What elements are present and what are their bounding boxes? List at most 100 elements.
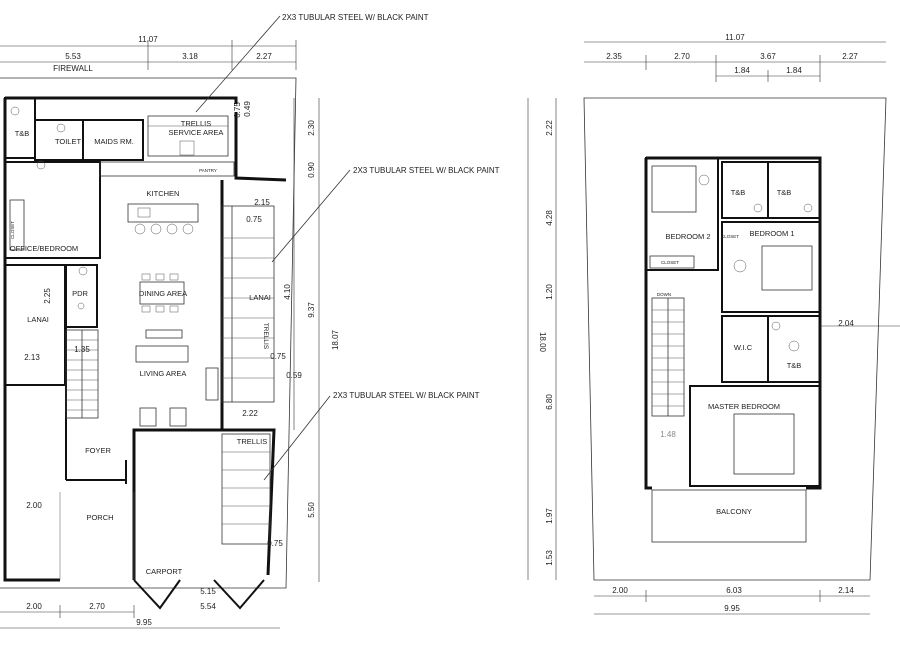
dim2-120: 1.20	[545, 284, 554, 300]
second-floor-plan: 11.07 2.35 2.70 3.67 2.27 1.84 1.84 BALC…	[527, 33, 900, 615]
room-bedroom-1: BEDROOM 1	[749, 229, 794, 238]
ground-callouts: 2X3 TUBULAR STEEL W/ BLACK PAINT 2X3 TUB…	[195, 13, 500, 481]
note-steel-top: 2X3 TUBULAR STEEL W/ BLACK PAINT	[282, 13, 429, 22]
dim2-153: 1.53	[545, 550, 554, 566]
second-side-dimensions: 2.22 4.28 1.20 6.80 1.97 1.53 18.00 2.04	[527, 98, 900, 580]
dim2-148: 1.48	[660, 430, 676, 439]
dim-059: 0.59	[286, 371, 302, 380]
dim-bottom-a: 2.00	[26, 602, 42, 611]
wic-and-bath: W.I.C T&B	[721, 315, 821, 383]
second-property-line	[583, 97, 887, 581]
dim2-bottom-total: 9.95	[724, 604, 740, 613]
ground-porch-carport: PORCH CARPORT	[59, 492, 265, 610]
master-bedroom: MASTER BEDROOM	[689, 385, 821, 487]
dim-937: 9.37	[307, 302, 316, 318]
room-service-area: SERVICE AREA	[169, 128, 224, 137]
dim-554: 5.54	[200, 602, 216, 611]
dim2-bottom-c: 2.14	[838, 586, 854, 595]
room-balcony: BALCONY	[716, 507, 752, 516]
dim2-204: 2.04	[838, 319, 854, 328]
dim-550: 5.50	[307, 502, 316, 518]
dim-200a: 2.00	[26, 501, 42, 510]
room-living: LIVING AREA	[140, 369, 187, 378]
dim2-top-d: 2.27	[842, 52, 858, 61]
dim-215: 2.15	[254, 198, 270, 207]
room-lanai-right: LANAI	[249, 293, 271, 302]
dim-225: 2.25	[43, 288, 52, 304]
dim-135: 1.35	[74, 345, 90, 354]
dim2-680: 6.80	[545, 394, 554, 410]
room-closet-1: CLOSET	[721, 234, 739, 239]
dim-top-a: 5.53	[65, 52, 81, 61]
toilet-baths-top: T&B T&B	[721, 161, 821, 219]
dim-230: 2.30	[307, 120, 316, 136]
room-maids: MAIDS RM.	[94, 137, 134, 146]
room-closet-ground: CLOSET	[10, 221, 15, 239]
dim2-top-c: 3.67	[760, 52, 776, 61]
dim-bottom-total: 9.95	[136, 618, 152, 627]
note-steel-mid: 2X3 TUBULAR STEEL W/ BLACK PAINT	[353, 166, 500, 175]
dim-515: 5.15	[200, 587, 216, 596]
ground-floor-plan: 11.07 5.53 3.18 2.27 FIREWALL T&B TOILET…	[0, 13, 500, 629]
dim-090: 0.90	[307, 162, 316, 178]
room-master-bedroom: MASTER BEDROOM	[708, 402, 780, 411]
second-top-dimensions: 11.07 2.35 2.70 3.67 2.27 1.84 1.84	[584, 33, 886, 82]
second-stair: DOWN 1.48	[651, 292, 685, 439]
dim2-197: 1.97	[545, 508, 554, 524]
dim-213: 2.13	[24, 353, 40, 362]
ground-property-line	[0, 77, 297, 589]
dim-075a: 0.75	[233, 102, 242, 118]
room-trellis-service: TRELLIS	[181, 119, 211, 128]
room-pantry: PANTRY	[199, 168, 217, 173]
dim-075b: 0.75	[246, 215, 262, 224]
balcony-outline	[651, 489, 807, 543]
ground-living-zone: DINING AREA LIVING AREA FOYER	[65, 265, 219, 484]
dim2-1800: 18.00	[538, 332, 547, 353]
bedroom-1: BEDROOM 1 CLOSET	[721, 221, 821, 313]
dim2-428: 4.28	[545, 210, 554, 226]
dim2-mid-b: 1.84	[786, 66, 802, 75]
stair-down-label: DOWN	[657, 292, 671, 297]
room-bedroom-2: BEDROOM 2	[665, 232, 710, 241]
room-tb-2: T&B	[777, 188, 792, 197]
dim2-top-b: 2.70	[674, 52, 690, 61]
room-tb-ground: T&B	[15, 129, 30, 138]
room-pdr: PDR	[72, 289, 88, 298]
room-wic: W.I.C	[734, 343, 753, 352]
room-trellis-side: TRELLIS	[262, 323, 269, 350]
dim2-mid-a: 1.84	[734, 66, 750, 75]
firewall-label: FIREWALL	[53, 64, 93, 73]
dim2-top-a: 2.35	[606, 52, 622, 61]
room-foyer: FOYER	[85, 446, 111, 455]
dim-bottom-b: 2.70	[89, 602, 105, 611]
room-porch: PORCH	[86, 513, 113, 522]
dim2-bottom-b: 6.03	[726, 586, 742, 595]
ground-side-dimensions: 0.49 0.75 2.30 0.90 2.15 0.75 4.10 9.37 …	[24, 98, 340, 611]
ground-right-lanai: LANAI TRELLIS TRELLIS	[221, 205, 275, 545]
dim2-bottom-a: 2.00	[612, 586, 628, 595]
ground-stair	[65, 329, 99, 419]
dim-222: 2.22	[242, 409, 258, 418]
dim2-top-total: 11.07	[725, 33, 745, 42]
ground-kitchen-zone: TRELLIS SERVICE AREA PANTRY KITCHEN	[99, 115, 235, 235]
room-tb-1: T&B	[731, 188, 746, 197]
second-bottom-dimensions: 2.00 6.03 2.14 9.95	[594, 586, 870, 615]
ground-bottom-dimensions: 2.00 2.70 9.95	[0, 602, 280, 629]
room-carport: CARPORT	[146, 567, 183, 576]
dim-049: 0.49	[243, 101, 252, 117]
room-kitchen: KITCHEN	[147, 189, 180, 198]
room-office: OFFICE/BEDROOM	[10, 244, 78, 253]
ground-top-dimensions: 11.07 5.53 3.18 2.27 FIREWALL	[0, 35, 297, 73]
room-dining: DINING AREA	[139, 289, 187, 298]
room-closet-2: CLOSET	[661, 260, 679, 265]
dim-1807: 18.07	[331, 329, 340, 350]
dim-410: 4.10	[283, 284, 292, 300]
dim2-222: 2.22	[545, 120, 554, 136]
note-steel-low: 2X3 TUBULAR STEEL W/ BLACK PAINT	[333, 391, 480, 400]
room-trellis: TRELLIS	[237, 437, 267, 446]
dim-top-b: 3.18	[182, 52, 198, 61]
dim-075c: 0.75	[270, 352, 286, 361]
room-toilet: TOILET	[55, 137, 82, 146]
ground-left-rooms: T&B TOILET MAIDS RM. OFFICE/BEDROOM CLOS…	[4, 97, 144, 386]
